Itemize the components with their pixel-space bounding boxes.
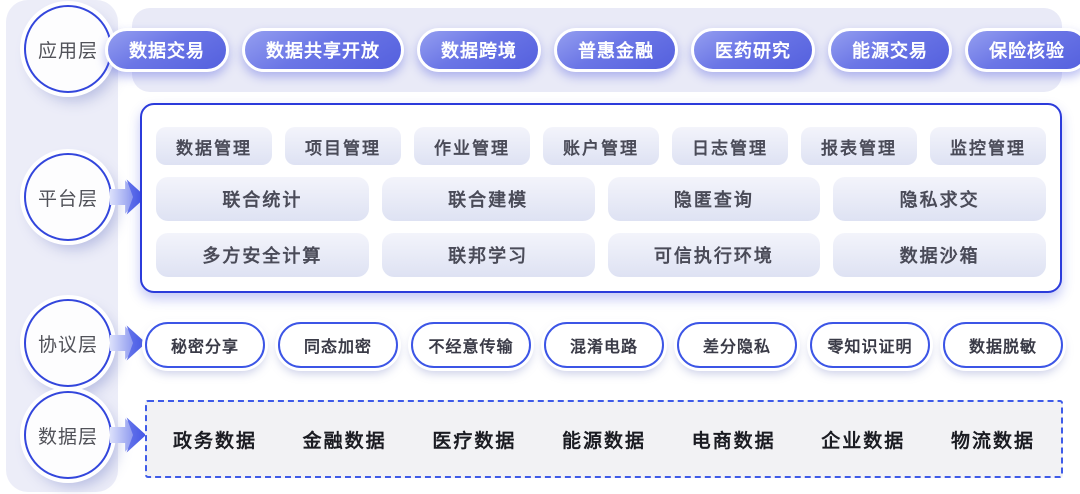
platform-layer-box: 数据管理 项目管理 作业管理 账户管理 日志管理 报表管理 监控管理 联合统计 … <box>140 103 1062 293</box>
platform-pill: 隐匿查询 <box>607 177 821 221</box>
data-item: 政务数据 <box>173 430 258 452</box>
protocol-pill: 不经意传输 <box>411 322 531 368</box>
data-item: 金融数据 <box>302 430 387 452</box>
protocol-pill: 差分隐私 <box>677 322 797 368</box>
platform-pill: 报表管理 <box>801 127 917 165</box>
layer-circle-data: 数据层 <box>24 391 112 479</box>
layer-rail: 应用层 平台层 协议层 数据层 <box>6 0 118 492</box>
application-layer-row: 数据交易 数据共享开放 数据跨境 普惠金融 医药研究 能源交易 保险核验 <box>105 8 1080 92</box>
protocol-pill: 零知识证明 <box>810 322 930 368</box>
layer-label-data: 数据层 <box>37 426 98 448</box>
app-pill: 医药研究 <box>691 28 815 72</box>
platform-pill: 项目管理 <box>285 127 401 165</box>
platform-pill: 可信执行环境 <box>607 233 821 277</box>
app-pill: 保险核验 <box>965 28 1080 72</box>
platform-pill: 联合建模 <box>381 177 595 221</box>
layer-label-application: 应用层 <box>37 40 98 62</box>
protocol-layer-row: 秘密分享 同态加密 不经意传输 混淆电路 差分隐私 零知识证明 数据脱敏 <box>145 322 1063 368</box>
platform-row-technology: 多方安全计算 联邦学习 可信执行环境 数据沙箱 <box>156 233 1046 277</box>
app-pill: 数据共享开放 <box>242 28 404 72</box>
data-item: 能源数据 <box>561 430 646 452</box>
protocol-pill: 秘密分享 <box>145 322 265 368</box>
data-item: 企业数据 <box>821 430 906 452</box>
app-pill: 能源交易 <box>828 28 952 72</box>
layer-circle-protocol: 协议层 <box>24 299 112 387</box>
protocol-pill: 同态加密 <box>278 322 398 368</box>
layer-label-platform: 平台层 <box>37 188 98 210</box>
layer-circle-platform: 平台层 <box>24 153 112 241</box>
platform-row-management: 数据管理 项目管理 作业管理 账户管理 日志管理 报表管理 监控管理 <box>156 127 1046 165</box>
protocol-pill: 数据脱敏 <box>943 322 1063 368</box>
platform-pill: 账户管理 <box>543 127 659 165</box>
platform-pill: 作业管理 <box>414 127 530 165</box>
app-pill: 数据交易 <box>105 28 229 72</box>
protocol-pill: 混淆电路 <box>544 322 664 368</box>
platform-pill: 数据沙箱 <box>833 233 1046 277</box>
platform-pill: 隐私求交 <box>833 177 1046 221</box>
platform-pill: 数据管理 <box>156 127 272 165</box>
arrow-right-icon <box>110 323 146 363</box>
layer-label-protocol: 协议层 <box>37 334 98 356</box>
platform-pill: 多方安全计算 <box>156 233 369 277</box>
platform-pill: 监控管理 <box>930 127 1046 165</box>
platform-pill: 日志管理 <box>672 127 788 165</box>
platform-pill: 联邦学习 <box>381 233 595 277</box>
arrow-right-icon <box>110 415 146 455</box>
app-pill: 数据跨境 <box>417 28 541 72</box>
platform-row-capability: 联合统计 联合建模 隐匿查询 隐私求交 <box>156 177 1046 221</box>
layer-circle-application: 应用层 <box>24 5 112 93</box>
data-item: 物流数据 <box>950 430 1035 452</box>
platform-pill: 联合统计 <box>156 177 369 221</box>
data-item: 电商数据 <box>691 430 776 452</box>
data-item: 医疗数据 <box>432 430 517 452</box>
app-pill: 普惠金融 <box>554 28 678 72</box>
data-layer-box: 政务数据 金融数据 医疗数据 能源数据 电商数据 企业数据 物流数据 <box>145 400 1063 478</box>
